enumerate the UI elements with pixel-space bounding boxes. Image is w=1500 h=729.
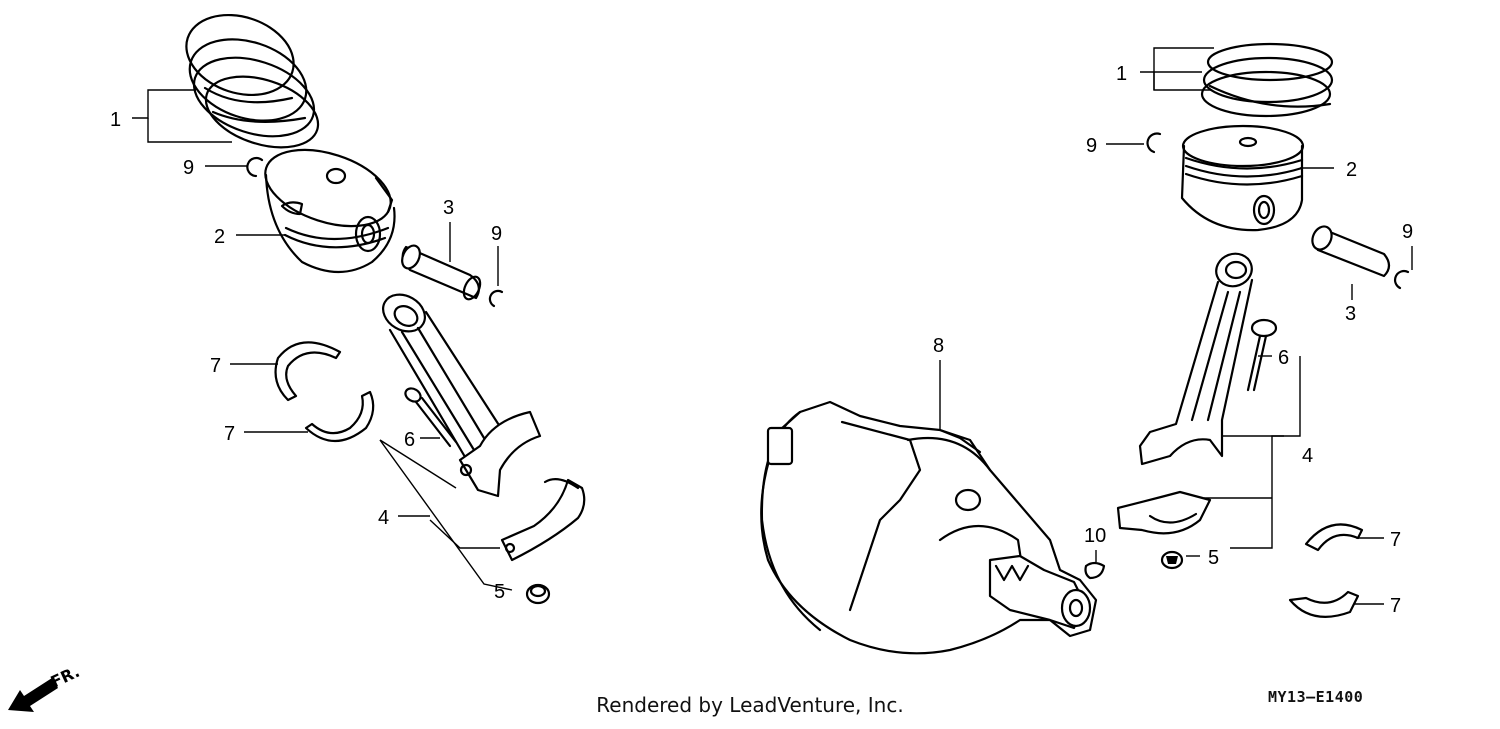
piston-pin-clip-right-lower[interactable] bbox=[1393, 269, 1410, 290]
callout-right-5: 5 bbox=[1208, 547, 1219, 569]
callout-left-3: 3 bbox=[443, 197, 454, 219]
piston-right[interactable] bbox=[1180, 124, 1305, 232]
front-direction-label: FR. bbox=[48, 662, 83, 692]
callout-left-9-lower: 9 bbox=[491, 223, 502, 245]
callout-right-9-upper: 9 bbox=[1086, 135, 1097, 157]
callout-right-3: 3 bbox=[1345, 303, 1356, 325]
callout-right-8: 8 bbox=[933, 335, 944, 357]
rod-bearing-left-upper[interactable] bbox=[274, 341, 342, 402]
callout-left-5: 5 bbox=[494, 581, 505, 603]
connecting-rod-bolt-right[interactable] bbox=[1246, 318, 1278, 392]
callout-left-4: 4 bbox=[378, 507, 389, 529]
rod-nut-right[interactable] bbox=[1160, 550, 1184, 570]
diagram-code: MY13–E1400 bbox=[1268, 688, 1364, 706]
callout-left-1: 1 bbox=[110, 109, 121, 131]
callout-right-10: 10 bbox=[1084, 525, 1106, 547]
connecting-rod-left[interactable] bbox=[376, 287, 542, 498]
piston-pin-clip-right-upper[interactable] bbox=[1146, 132, 1162, 154]
connecting-rod-right[interactable] bbox=[1138, 249, 1256, 466]
callout-right-9-lower: 9 bbox=[1402, 221, 1413, 243]
connecting-rod-cap-left[interactable] bbox=[500, 477, 586, 562]
connecting-rod-cap-right[interactable] bbox=[1116, 490, 1212, 535]
rod-bearing-left-lower[interactable] bbox=[304, 390, 375, 442]
callout-left-2: 2 bbox=[214, 226, 225, 248]
piston-left[interactable] bbox=[256, 136, 401, 273]
rod-bearing-right-upper[interactable] bbox=[1304, 523, 1364, 552]
crankshaft[interactable] bbox=[760, 400, 1098, 655]
callout-right-7-lower: 7 bbox=[1390, 595, 1401, 617]
connecting-rod-bolt-left[interactable] bbox=[403, 386, 458, 448]
callout-left-7-upper: 7 bbox=[210, 355, 221, 377]
piston-pin-clip-left-lower[interactable] bbox=[488, 289, 504, 308]
leaders-right bbox=[939, 47, 1413, 605]
rod-bearing-right-lower[interactable] bbox=[1288, 590, 1360, 618]
leaders-left bbox=[132, 89, 513, 591]
piston-pin-right[interactable] bbox=[1309, 223, 1391, 278]
callout-right-1: 1 bbox=[1116, 63, 1127, 85]
callout-left-9-upper: 9 bbox=[183, 157, 194, 179]
piston-pin-left[interactable] bbox=[399, 243, 484, 302]
callout-left-6: 6 bbox=[404, 429, 415, 451]
callout-right-4: 4 bbox=[1302, 445, 1313, 467]
callout-right-2: 2 bbox=[1346, 159, 1357, 181]
woodruff-key[interactable] bbox=[1084, 561, 1106, 580]
rod-nut-left[interactable] bbox=[525, 583, 551, 605]
footer-credit: Rendered by LeadVenture, Inc. bbox=[596, 693, 904, 717]
piston-ring-set-left[interactable] bbox=[176, 2, 327, 160]
piston-ring-set-right[interactable] bbox=[1200, 42, 1334, 118]
callout-right-6: 6 bbox=[1278, 347, 1289, 369]
piston-pin-clip-left-upper[interactable] bbox=[246, 156, 264, 178]
callout-right-7-upper: 7 bbox=[1390, 529, 1401, 551]
callout-left-7-lower: 7 bbox=[224, 423, 235, 445]
